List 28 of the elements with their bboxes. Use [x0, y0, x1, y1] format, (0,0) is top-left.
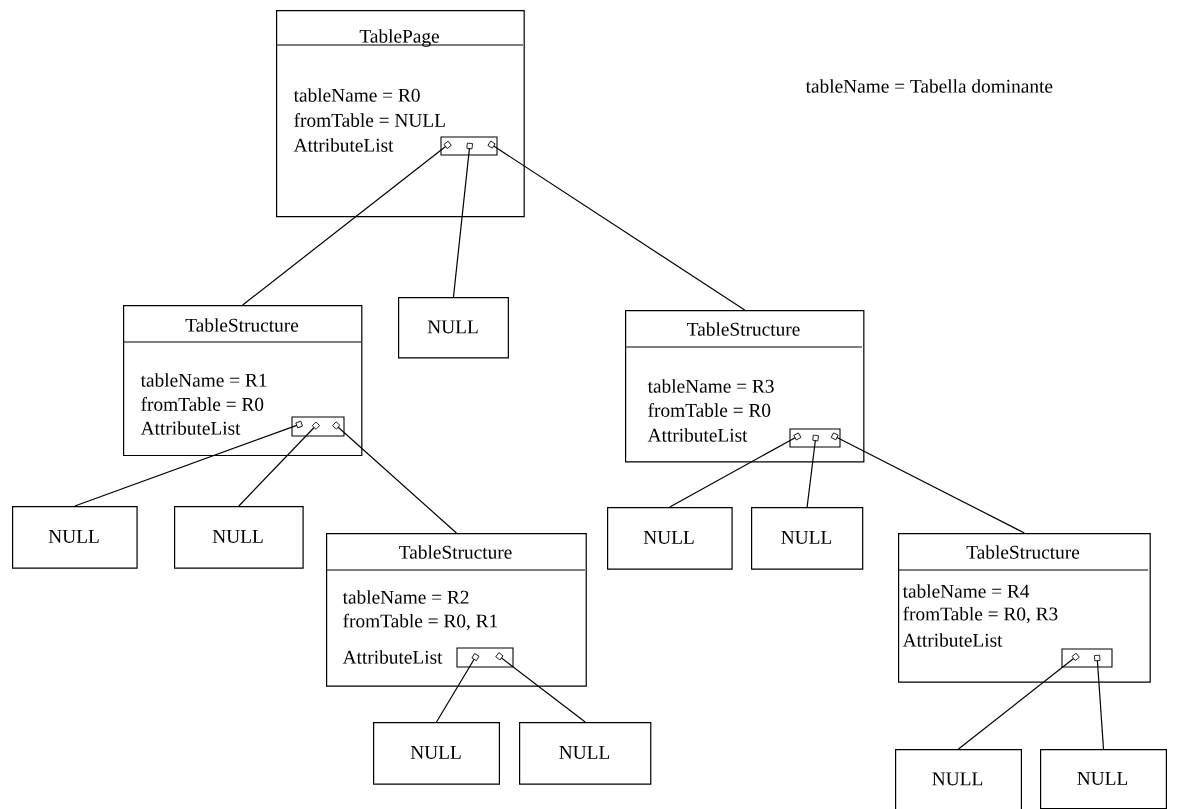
value-box: NULL: [751, 507, 864, 570]
connector-line: [669, 432, 802, 508]
value-box: NULL: [12, 506, 138, 569]
connector-line: [332, 421, 458, 534]
connector-line: [957, 652, 1080, 750]
note-text: tableName = Tabella dominante: [805, 79, 1053, 93]
connector-line: [452, 142, 473, 298]
connector-line: [74, 420, 303, 507]
record-box: TableStructure tableName = R1 fromTable = R0 AttributeList: [122, 305, 363, 457]
connector-line: [495, 652, 586, 723]
value-box: NULL: [1040, 749, 1167, 809]
value-box: NULL: [398, 297, 509, 359]
connector-line: [830, 432, 1025, 534]
value-box: NULL: [174, 506, 304, 569]
value-box: NULL: [607, 507, 733, 570]
value-box: NULL: [373, 722, 500, 785]
record-box: TableStructure tableName = R4 fromTable = R0, R3 AttributeList: [897, 533, 1151, 683]
value-box: NULL: [519, 722, 652, 785]
connector-line: [806, 434, 819, 508]
connector-line: [1094, 654, 1105, 750]
record-box: TablePage tableName = R0 fromTable = NULL AttributeList: [275, 10, 525, 218]
value-box: NULL: [895, 749, 1022, 809]
record-box: TableStructure tableName = R3 fromTable = R0 AttributeList: [624, 310, 865, 463]
connector-line: [435, 653, 480, 723]
connector-line: [242, 140, 452, 306]
record-box: TableStructure tableName = R2 fromTable = R0, R1 AttributeList: [325, 533, 587, 687]
connector-line: [238, 421, 320, 507]
connector-line: [487, 140, 746, 311]
